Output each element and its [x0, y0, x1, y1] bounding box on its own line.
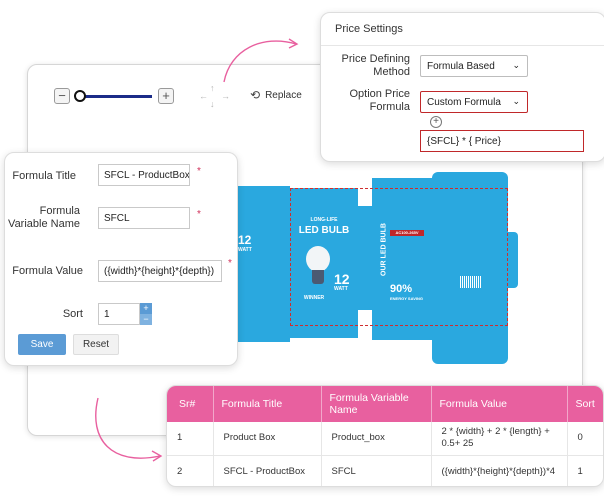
dieline-back-top-flap [372, 178, 432, 190]
formula-value-label: Formula Value [12, 265, 83, 277]
sort-decrement-button[interactable]: − [140, 314, 152, 325]
zoom-toolbar: − + [54, 86, 174, 106]
package-dieline: 12 WATT LONG-LIFE LED BULB 12 WATT WINNE… [228, 172, 520, 370]
required-mark: * [197, 166, 201, 177]
price-defining-method-value: Formula Based [427, 61, 495, 72]
dieline-brand-top: LONG-LIFE [310, 217, 338, 223]
reset-button[interactable]: Reset [73, 334, 119, 355]
option-price-formula-value: Custom Formula [427, 97, 501, 108]
formula-title-input[interactable]: SFCL - ProductBox [98, 164, 190, 186]
required-mark: * [228, 258, 232, 269]
dieline-left-unit: WATT [238, 247, 252, 253]
cell-sr: 1 [177, 432, 183, 444]
header-formula-value: Formula Value [430, 386, 567, 422]
dieline-glue-tab [508, 232, 518, 288]
sort-increment-button[interactable]: + [140, 303, 152, 314]
formula-table: Sr# Formula Title Formula Variable Name … [167, 386, 603, 486]
replace-icon: ⟲ [250, 88, 261, 102]
option-price-formula-select[interactable]: Custom Formula ⌄ [420, 91, 528, 113]
dieline-front-panel: LONG-LIFE LED BULB 12 WATT WINNER [290, 188, 358, 326]
dieline-left-number: 12 [238, 233, 252, 247]
dieline-voltage: AC100-265V [390, 230, 424, 236]
price-formula-expression-input[interactable]: {SFCL} * { Price} [420, 130, 584, 152]
cell-variable-name: Product_box [320, 422, 431, 455]
replace-button[interactable]: ⟲ Replace [250, 88, 302, 102]
formula-variable-name-label: Formula Variable Name [8, 205, 80, 230]
replace-label: Replace [265, 89, 302, 101]
header-formula-variable-name: Formula Variable Name [320, 386, 431, 422]
price-settings-divider [321, 45, 604, 46]
move-arrows-icon[interactable]: ↑ ← → ↓ [199, 83, 230, 109]
sort-stepper[interactable]: + − [140, 303, 152, 325]
sort-label: Sort [62, 308, 83, 320]
dieline-panel-1: 12 WATT [236, 186, 290, 342]
header-sort: Sort [566, 386, 603, 422]
dieline-cut-line [290, 188, 508, 326]
add-variable-icon[interactable]: + [430, 116, 442, 128]
chevron-down-icon: ⌄ [512, 60, 520, 70]
dieline-watt-unit: WATT [334, 286, 348, 292]
table-row[interactable]: 2 SFCL - ProductBox SFCL ({width}*{heigh… [167, 455, 603, 486]
dieline-percent: 90% [390, 283, 413, 295]
zoom-in-button[interactable]: + [158, 88, 174, 104]
formula-variable-name-input[interactable]: SFCL [98, 207, 190, 229]
dieline-front-bottom-flap [290, 326, 358, 338]
formula-form-card [4, 152, 238, 366]
required-mark: * [197, 209, 201, 220]
chevron-down-icon: ⌄ [512, 96, 520, 106]
save-button[interactable]: Save [18, 334, 66, 355]
price-settings-title: Price Settings [335, 23, 403, 35]
cell-formula-title: SFCL - ProductBox [212, 455, 321, 486]
cell-formula-value: ({width}*{height}*{depth})*4 [430, 455, 567, 486]
formula-table-card: Sr# Formula Title Formula Variable Name … [166, 385, 604, 487]
sort-input[interactable]: 1 [98, 303, 140, 325]
dieline-top-flap [432, 172, 508, 190]
dieline-watt-number: 12 [334, 271, 350, 287]
arrowhead-table [151, 450, 163, 462]
cell-sr: 2 [177, 465, 183, 477]
dieline-percent-caption: ENERGY SAVING [390, 296, 423, 301]
dieline-winner: WINNER [303, 295, 325, 301]
zoom-slider[interactable] [73, 89, 152, 102]
option-price-formula-label: Option Price Formula [349, 88, 410, 113]
barcode-icon [460, 276, 482, 288]
cell-formula-title: Product Box [212, 422, 321, 455]
cell-variable-name: SFCL [320, 455, 431, 486]
table-row[interactable]: 1 Product Box Product_box 2 * {width} + … [167, 422, 603, 455]
arrowhead-price-settings [288, 38, 299, 49]
formula-title-label: Formula Title [12, 170, 76, 182]
formula-value-input[interactable]: ({width}*{height}*{depth}) [98, 260, 222, 282]
bulb-base [312, 270, 324, 284]
table-header-row: Sr# Formula Title Formula Variable Name … [167, 386, 603, 422]
dieline-back-panel: OUR LED BULB AC100-265V 90% ENERGY SAVIN… [372, 188, 432, 326]
dieline-brand-main: LED BULB [298, 225, 350, 236]
header-sr: Sr# [179, 398, 196, 410]
cell-sort: 1 [566, 455, 603, 486]
price-defining-method-select[interactable]: Formula Based ⌄ [420, 55, 528, 77]
bulb-illustration [306, 246, 330, 272]
dieline-bottom-flap [432, 326, 508, 364]
cell-sort: 0 [566, 422, 603, 455]
zoom-out-button[interactable]: − [54, 88, 70, 104]
dieline-right-panel [432, 188, 508, 326]
header-formula-title: Formula Title [212, 386, 321, 422]
zoom-slider-handle[interactable] [73, 89, 86, 102]
dieline-side-panel [358, 206, 372, 310]
cell-formula-value: 2 * {width} + 2 * {length} + 0.5+ 25 [430, 422, 567, 455]
dieline-back-bottom-flap [372, 326, 432, 340]
price-defining-method-label: Price Defining Method [341, 53, 410, 78]
